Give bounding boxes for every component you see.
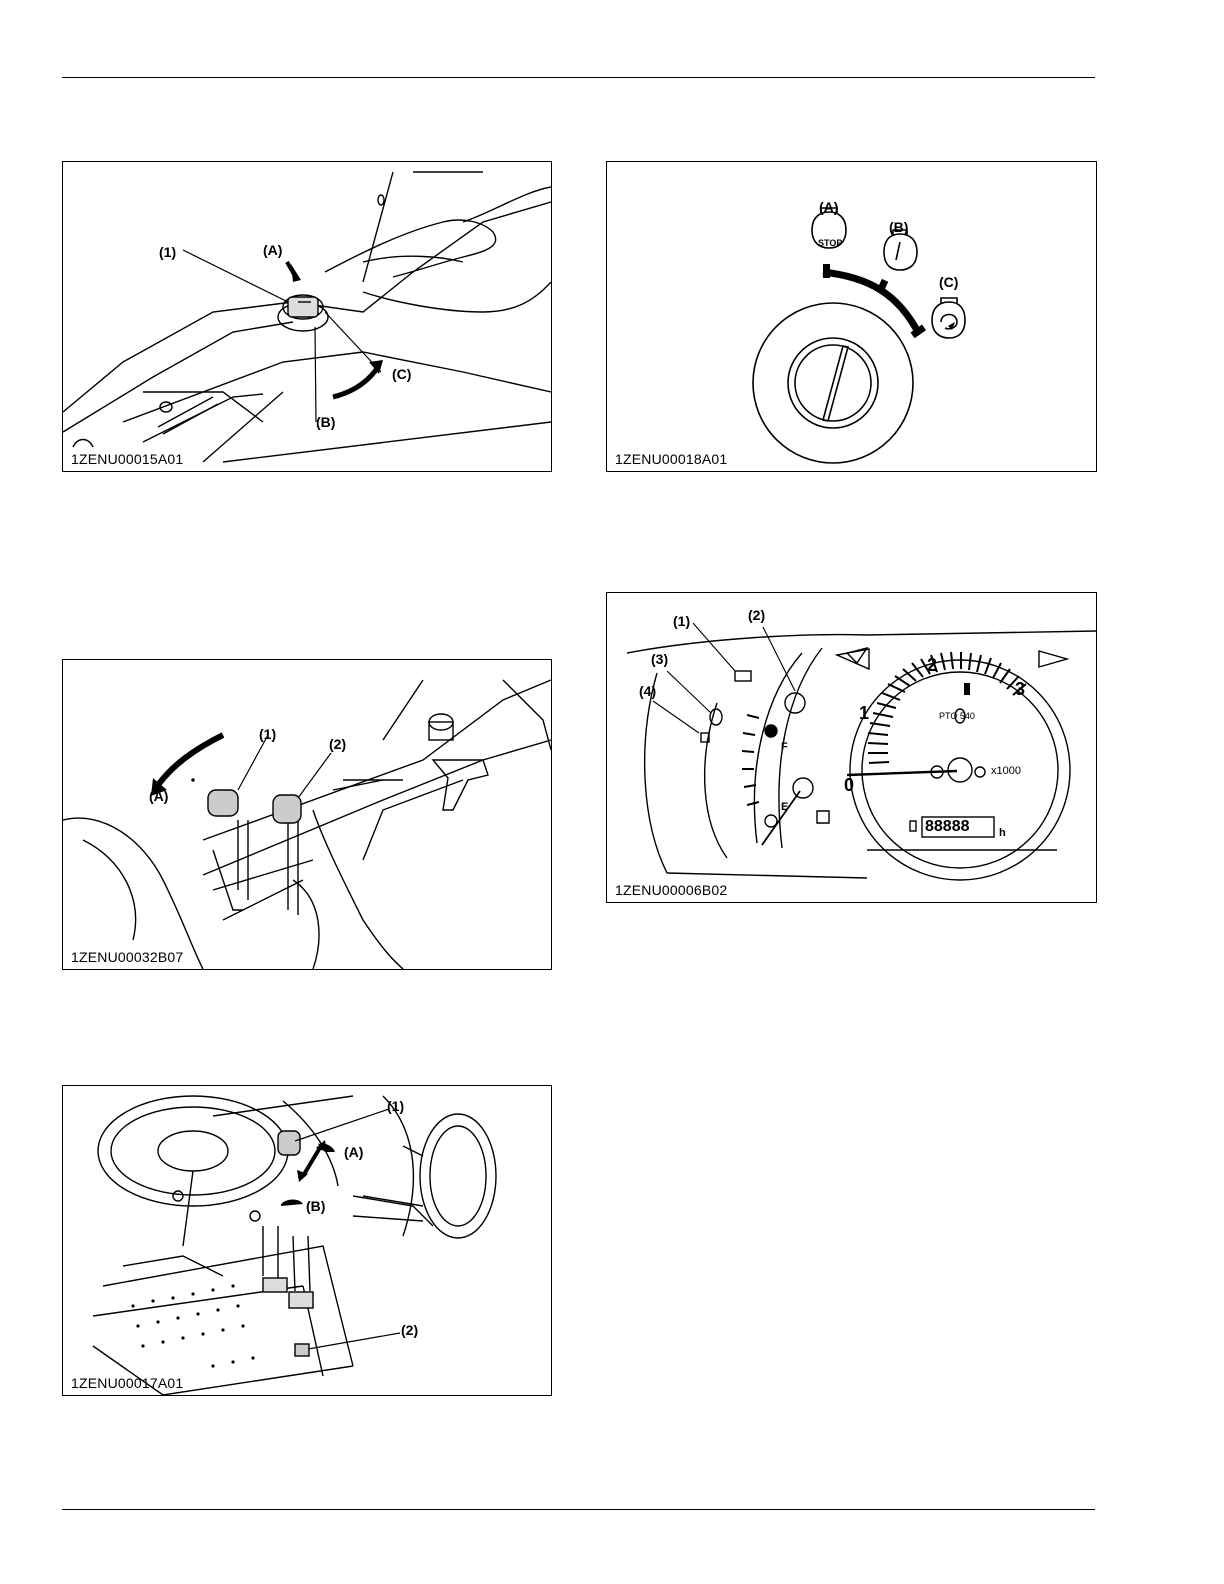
- fuel-empty-label: E: [781, 801, 788, 813]
- pto-label: PTO 540: [939, 711, 975, 721]
- instrument-panel-illustration: [607, 593, 1096, 902]
- label-a: (A): [344, 1144, 363, 1160]
- figure-id: 1ZENU00032B07: [71, 949, 183, 965]
- figure-instrument-panel: (1) (2) (3) (4) 0 1 2 3 PTO 540 x1000 88…: [606, 592, 1097, 903]
- label-b: (B): [306, 1198, 325, 1214]
- figure-id: 1ZENU00018A01: [615, 451, 727, 467]
- label-1: (1): [159, 244, 176, 260]
- tach-tick-0: 0: [844, 775, 854, 796]
- figure-key-switch-hand: (1) (A) (C) (B) 1ZENU00015A01: [62, 161, 552, 472]
- label-1: (1): [259, 726, 276, 742]
- label-a: (A): [263, 242, 282, 258]
- label-a: (A): [819, 199, 838, 215]
- figure-id: 1ZENU00017A01: [71, 1375, 183, 1391]
- label-2: (2): [329, 736, 346, 752]
- label-4: (4): [639, 683, 656, 699]
- label-b: (B): [889, 219, 908, 235]
- figure-operator-station: (1) (A) (B) (2) 1ZENU00017A01: [62, 1085, 552, 1396]
- fuel-full-label: F: [781, 741, 788, 753]
- header-rule: [62, 77, 1095, 78]
- figure-levers: (1) (2) (A) 1ZENU00032B07: [62, 659, 552, 970]
- figure-id: 1ZENU00015A01: [71, 451, 183, 467]
- label-a: (A): [149, 788, 168, 804]
- tach-tick-1: 1: [859, 703, 869, 724]
- footer-rule: [62, 1509, 1095, 1510]
- label-2: (2): [748, 607, 765, 623]
- tach-tick-2: 2: [927, 655, 937, 676]
- figure-key-switch-positions: (A) (B) (C) STOP 1ZENU00018A01: [606, 161, 1097, 472]
- label-1: (1): [673, 613, 690, 629]
- hour-meter-unit: h: [999, 827, 1006, 839]
- label-b: (B): [316, 414, 335, 430]
- operator-station-illustration: [63, 1086, 551, 1395]
- label-2: (2): [401, 1322, 418, 1338]
- stop-label: STOP: [818, 238, 842, 248]
- label-c: (C): [939, 274, 958, 290]
- hour-meter-value: 88888: [925, 818, 970, 836]
- key-switch-positions-illustration: [607, 162, 1096, 471]
- multiplier-label: x1000: [991, 765, 1021, 777]
- tach-tick-3: 3: [1015, 679, 1025, 700]
- key-switch-hand-illustration: [63, 162, 551, 471]
- label-1: (1): [387, 1098, 404, 1114]
- label-c: (C): [392, 366, 411, 382]
- label-3: (3): [651, 651, 668, 667]
- figure-id: 1ZENU00006B02: [615, 882, 727, 898]
- levers-illustration: [63, 660, 551, 969]
